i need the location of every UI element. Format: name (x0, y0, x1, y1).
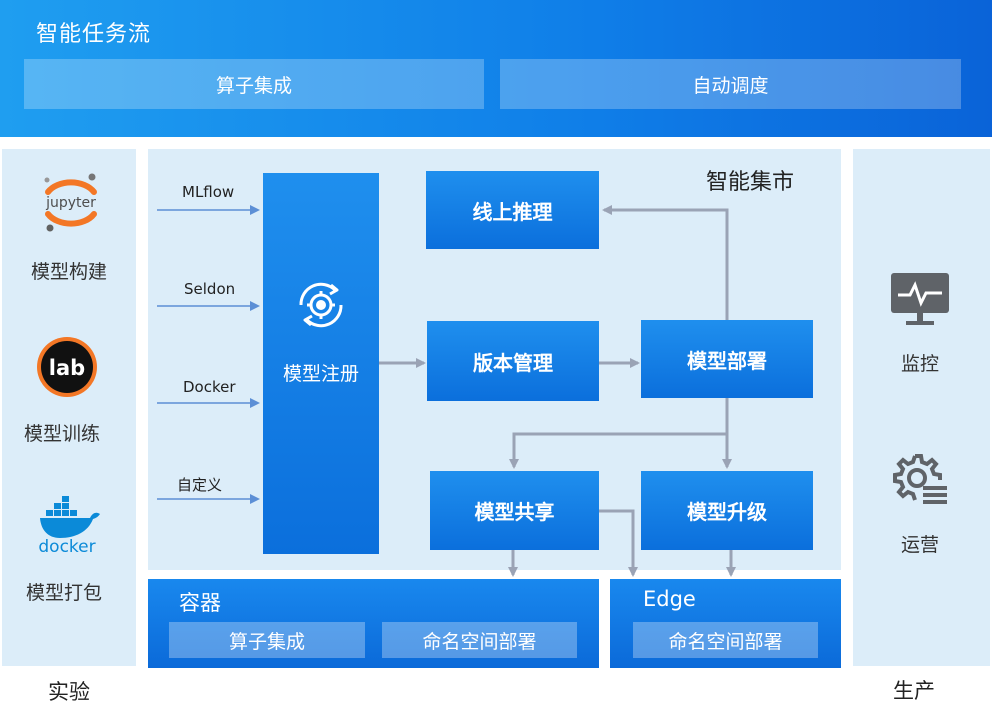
model-package-label: 模型打包 (25, 582, 102, 604)
experiment-label: 实验 (48, 680, 90, 704)
jupyter-icon: jupyter (38, 170, 104, 236)
docker-icon: docker (30, 496, 104, 557)
container-title: 容器 (179, 591, 221, 615)
production-panel (853, 149, 990, 666)
header-operator-integration-box: 算子集成 (24, 59, 484, 109)
header-band (0, 0, 992, 137)
input-label-docker: Docker (183, 378, 236, 396)
input-label-mlflow: MLflow (182, 183, 235, 201)
lab-logo-text: lab (49, 356, 85, 380)
arrow-share-to-edge (599, 509, 638, 577)
model-build-label: 模型构建 (30, 261, 107, 283)
edge-title: Edge (643, 587, 696, 611)
experiment-panel (2, 149, 136, 666)
operation-label: 运营 (900, 534, 939, 556)
registry-target-icon (291, 275, 351, 335)
container-namespace-deploy-box: 命名空间部署 (382, 622, 577, 658)
container-bar (148, 579, 599, 668)
arrow-deploy-to-inference (602, 205, 729, 320)
online-inference-box: 线上推理 (426, 171, 599, 249)
edge-bar (610, 579, 841, 668)
container-operator-integration-box: 算子集成 (169, 622, 365, 658)
arrow-deploy-to-share (509, 432, 727, 469)
workflow-title: 智能任务流 (36, 22, 152, 47)
monitor-label: 监控 (900, 353, 939, 375)
docker-logo-text: docker (38, 537, 95, 556)
production-label: 生产 (893, 679, 935, 703)
market-title: 智能集市 (706, 170, 795, 195)
model-registry-label: 模型注册 (282, 363, 359, 385)
model-upgrade-box: 模型升级 (641, 471, 813, 550)
model-share-box: 模型共享 (430, 471, 599, 550)
model-deploy-box: 模型部署 (641, 320, 813, 398)
jupyter-logo-text: jupyter (45, 195, 96, 211)
input-label-custom: 自定义 (177, 476, 223, 494)
input-label-seldon: Seldon (184, 280, 236, 298)
model-train-label: 模型训练 (23, 423, 100, 445)
lab-icon: lab (36, 336, 98, 398)
operation-gear-icon (891, 452, 949, 506)
model-registry-box (263, 173, 379, 554)
header-auto-scheduling-box: 自动调度 (500, 59, 961, 109)
version-management-box: 版本管理 (427, 321, 599, 401)
monitor-icon (890, 271, 950, 327)
edge-namespace-deploy-box: 命名空间部署 (633, 622, 818, 658)
